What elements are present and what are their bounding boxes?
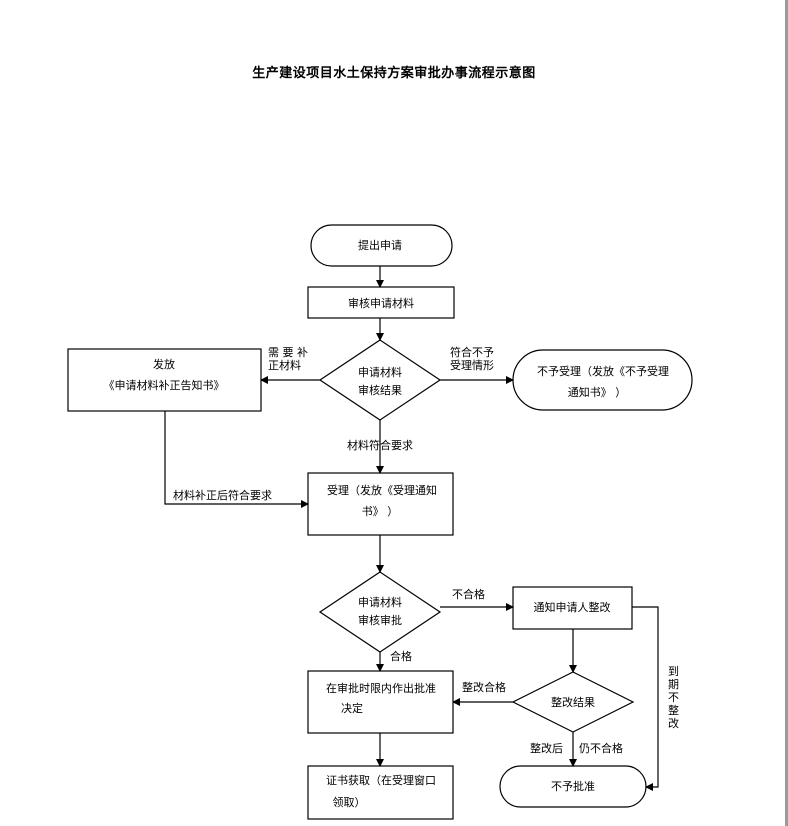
node-review-materials-label: 审核申请材料 — [348, 296, 414, 310]
node-review-materials — [307, 286, 455, 319]
label-still-unqualified: 仍不合格 — [579, 741, 623, 755]
label-not-meet-2: 受理情形 — [450, 359, 494, 372]
label-expired-1: 到 — [668, 665, 679, 678]
node-start — [310, 224, 453, 267]
label-expired-2: 期 — [668, 678, 679, 691]
decision-approval-label-2: 审核审批 — [358, 613, 402, 627]
node-issue-correction-label-2: 《申请材料补正告知书》 — [104, 378, 225, 392]
node-not-approved-label: 不予批准 — [551, 779, 595, 793]
node-decide — [307, 670, 454, 734]
decision-review-label-2: 审核结果 — [358, 383, 402, 397]
label-unqualified: 不合格 — [452, 587, 485, 601]
label-expired-3: 不 — [668, 691, 679, 704]
label-expired-5: 改 — [668, 716, 679, 730]
label-expired-4: 整 — [668, 703, 679, 717]
node-notify-rectify-label: 通知申请人整改 — [534, 600, 611, 614]
label-need-supplement-2: 正材料 — [268, 358, 301, 372]
label-meets-requirements: 材料符合要求 — [347, 438, 413, 452]
node-certificate-label-1: 证书获取（在受理窗口 — [326, 773, 436, 787]
node-certificate-label-2: 领取） — [333, 796, 366, 809]
label-after-correction: 材料补正后符合要求 — [173, 488, 272, 502]
decision-review-label-1: 申请材料 — [358, 365, 402, 379]
decision-approval-label-1: 申请材料 — [358, 595, 402, 609]
edge-notify-expired — [632, 606, 659, 791]
node-start-label: 提出申请 — [358, 238, 402, 252]
label-need-supplement-1: 需 要 补 — [268, 346, 308, 359]
node-decide-label-2: 决定 — [341, 701, 363, 715]
node-reject-accept — [512, 349, 693, 411]
label-not-meet-1: 符合不予 — [450, 345, 494, 359]
label-after-rectify: 整改后 — [530, 741, 563, 755]
node-reject-accept-label-2: 通知书》 ） — [568, 385, 627, 399]
page-edge — [785, 0, 788, 826]
decision-review-result — [318, 339, 442, 421]
edge-correction-accept — [164, 411, 309, 508]
label-rectify-qualified: 整改合格 — [462, 680, 506, 694]
node-accept — [307, 472, 454, 536]
label-qualified: 合格 — [390, 649, 412, 663]
page-title: 生产建设项目水土保持方案审批办事流程示意图 — [252, 66, 536, 81]
node-reject-accept-label-1: 不予受理（发放《不予受理 — [537, 364, 669, 378]
node-issue-correction-label-1: 发放 — [153, 357, 175, 371]
decision-rectify-label: 整改结果 — [551, 695, 595, 709]
decision-approval — [318, 571, 442, 653]
node-notify-rectify — [512, 586, 633, 630]
node-accept-label-2: 书》 ） — [362, 505, 399, 518]
node-decide-label-1: 在审批时限内作出批准 — [326, 681, 436, 695]
node-accept-label-1: 受理（发放《受理通知 — [327, 483, 437, 497]
